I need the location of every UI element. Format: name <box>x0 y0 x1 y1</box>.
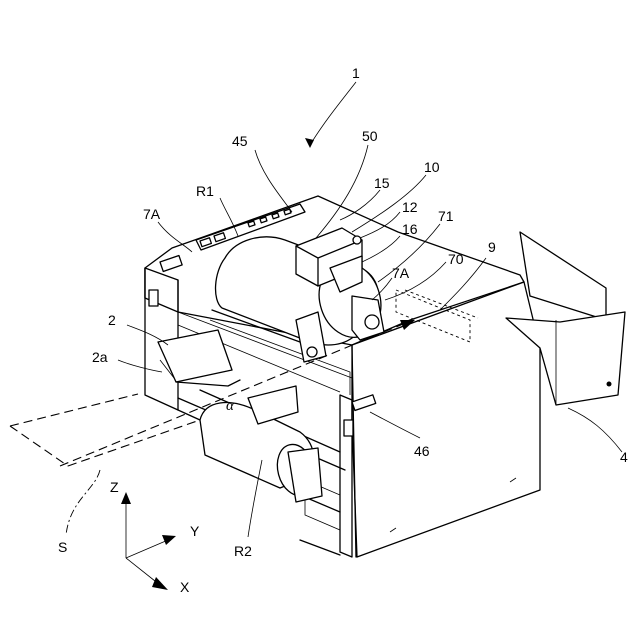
label-46: 46 <box>414 443 430 459</box>
axis-label-y: Y <box>190 523 200 539</box>
sheet-s-leader <box>66 470 100 535</box>
feed-tray-2-lip <box>176 380 240 386</box>
output-tray-dot <box>607 382 612 387</box>
left-side-buttons <box>149 290 158 306</box>
label-2a: 2a <box>92 349 108 365</box>
label-50: 50 <box>362 128 378 144</box>
bracket-left-hub <box>307 347 317 357</box>
label-2: 2 <box>108 312 116 328</box>
axis-label-z: Z <box>110 479 119 495</box>
output-tray-back <box>520 232 606 320</box>
guide-plate-alpha <box>248 386 298 424</box>
label-1: 1 <box>352 65 360 81</box>
label-10: 10 <box>424 159 440 175</box>
label-16: 16 <box>402 221 418 237</box>
label-s: S <box>58 539 67 555</box>
label-7a-left: 7A <box>143 206 161 222</box>
label-9: 9 <box>488 239 496 255</box>
left-display <box>160 255 182 271</box>
label-r2: R2 <box>234 543 252 559</box>
label-71: 71 <box>438 208 454 224</box>
label-r1: R1 <box>196 183 214 199</box>
label-15: 15 <box>374 175 390 191</box>
label-12: 12 <box>402 199 418 215</box>
label-45: 45 <box>232 133 248 149</box>
label-alpha: α <box>226 398 235 414</box>
bracket-7a-right-hub <box>365 315 379 329</box>
label-4: 4 <box>620 449 628 465</box>
unit-12-knob <box>353 236 361 244</box>
right-panel-front-face <box>340 395 352 557</box>
label-7a-right: 7A <box>392 265 410 281</box>
label-70: 70 <box>448 251 464 267</box>
axes <box>121 492 176 590</box>
right-side-buttons <box>344 420 353 436</box>
axis-label-x: X <box>180 579 190 595</box>
